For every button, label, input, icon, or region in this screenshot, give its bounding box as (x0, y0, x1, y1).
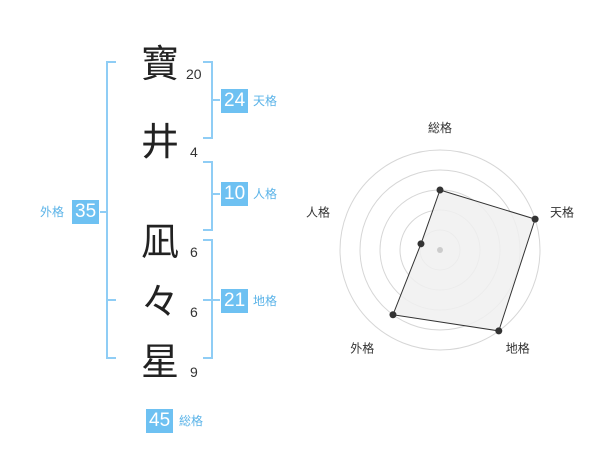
radar-point-4 (389, 311, 397, 319)
radar-point-3 (495, 327, 503, 335)
jinkaku-bracket (203, 161, 213, 231)
stroke-count-5: 9 (190, 364, 198, 380)
chikaku-label: 地格 (253, 294, 278, 308)
name-char-2: 井 (140, 120, 179, 164)
tenkaku-value-badge: 24 (221, 89, 249, 113)
name-char-5: 星 (140, 340, 179, 384)
stroke-count-4: 6 (190, 304, 198, 320)
stroke-count-3: 6 (190, 244, 198, 260)
gaikaku-bracket (106, 61, 116, 359)
gaikaku-label: 外格 (40, 205, 65, 219)
radar-axis-label-4: 外格 (350, 341, 374, 356)
radar-series-polygon (392, 189, 536, 332)
radar-center-dot (437, 247, 443, 253)
radar-point-5 (417, 240, 425, 248)
name-char-4: 々 (140, 280, 179, 324)
jinkaku-value-badge: 10 (221, 182, 249, 206)
stroke-count-1: 20 (186, 66, 202, 82)
name-char-1: 寶 (140, 42, 179, 86)
radar-axis-label-3: 地格 (506, 341, 530, 356)
radar-axis-label-2: 天格 (550, 204, 574, 219)
chikaku-value-badge: 21 (221, 289, 249, 313)
radar-point-2 (531, 215, 539, 223)
radar-axis-label-1: 総格 (428, 120, 452, 135)
jinkaku-label: 人格 (253, 187, 278, 201)
soukaku-label: 総格 (179, 414, 204, 428)
soukaku-value-badge: 45 (146, 409, 174, 433)
radar-grid-ring (339, 149, 541, 351)
name-char-3: 凪 (140, 220, 179, 264)
stroke-count-2: 4 (190, 144, 198, 160)
tenkaku-label: 天格 (253, 94, 278, 108)
gaikaku-value-badge: 35 (72, 200, 100, 224)
radar-point-1 (436, 186, 444, 194)
radar-axis-label-5: 人格 (306, 204, 330, 219)
